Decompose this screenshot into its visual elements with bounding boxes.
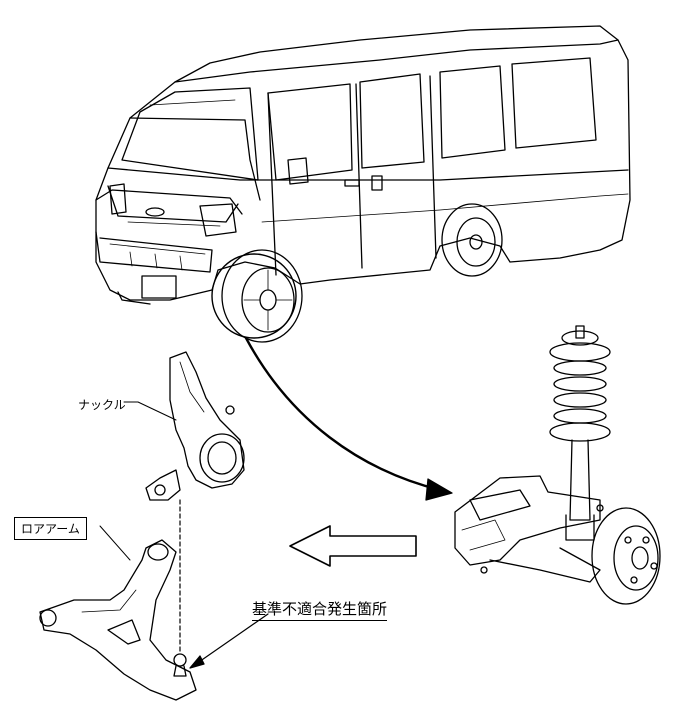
lower-arm-part	[39, 525, 197, 701]
defect-pointer	[189, 613, 269, 669]
knuckle-label: ナックル	[78, 398, 126, 412]
knuckle-part	[123, 351, 245, 501]
defect-location-label: 基準不適合発生箇所	[252, 598, 388, 621]
zoom-arrow	[244, 336, 453, 501]
lower-arm-label: ロアアーム	[14, 517, 87, 540]
strut-suspension-assembly	[454, 325, 661, 605]
direction-arrow	[289, 525, 417, 567]
van-illustration	[95, 25, 631, 343]
